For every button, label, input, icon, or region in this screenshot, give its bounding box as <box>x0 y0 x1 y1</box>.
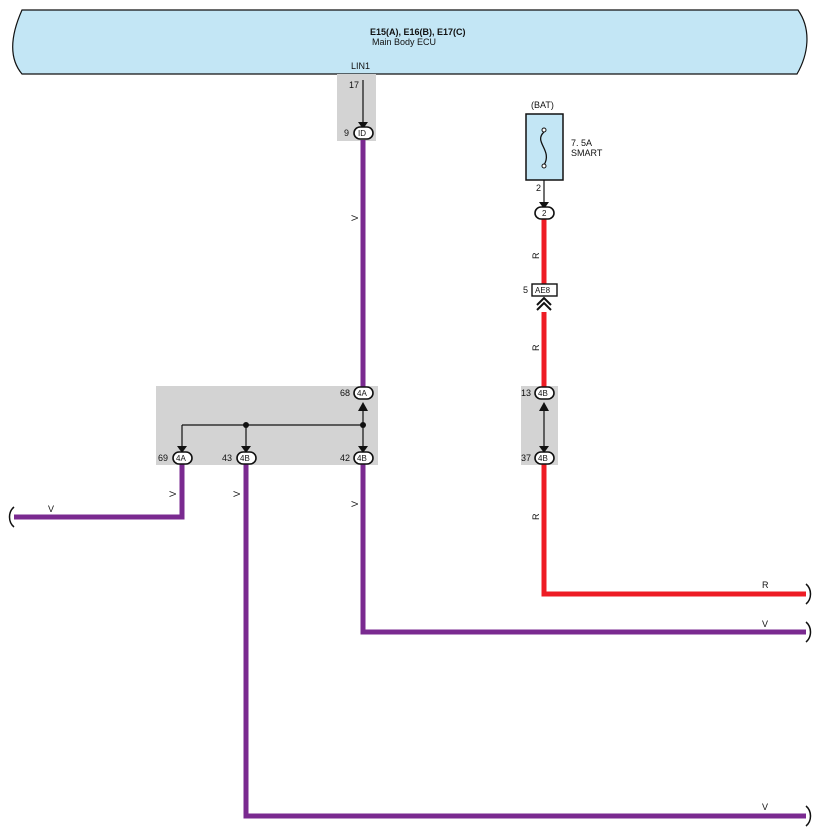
pin-number: 9 <box>344 128 349 138</box>
fuse-box <box>525 113 564 181</box>
wire-color-label: V <box>350 215 360 221</box>
arrow-down <box>358 122 368 129</box>
break-left <box>8 506 15 528</box>
pin-number: 43 <box>222 453 232 463</box>
connector-id-label: ID <box>358 129 366 138</box>
pin-number: 68 <box>340 388 350 398</box>
wire-color-label: V <box>762 802 768 812</box>
pin-number: 17 <box>349 80 359 90</box>
wire-43-bottom <box>243 464 806 819</box>
arrow-down <box>241 446 251 453</box>
arrow-up <box>539 402 549 411</box>
arrow-down <box>539 446 549 453</box>
red-wires <box>541 219 806 597</box>
pin-number: 69 <box>158 453 168 463</box>
ecu-block <box>12 9 808 75</box>
splice-dot <box>360 422 366 428</box>
connector-13-label: 4B <box>538 389 548 398</box>
ecu-title: E15(A), E16(B), E17(C) <box>370 27 466 37</box>
arrow-down <box>539 202 549 209</box>
break-right <box>805 805 812 827</box>
fuse-source: (BAT) <box>531 100 554 110</box>
ecu-subtitle: Main Body ECU <box>372 37 436 47</box>
connector-43: 4B <box>236 451 257 465</box>
arrow-heads <box>177 122 549 453</box>
fuse-terminal <box>541 163 547 169</box>
connector-68: 4A <box>353 386 374 400</box>
connector-fuse-2: 2 <box>534 206 555 220</box>
fuse-pin-label: 2 <box>536 183 541 193</box>
connector-37-label: 4B <box>538 454 548 463</box>
fuse-name: SMART <box>571 148 603 158</box>
wire-42-right <box>360 464 806 635</box>
ae8-chevrons <box>536 296 552 311</box>
wire-color-label: V <box>168 491 178 497</box>
connector-37: 4B <box>534 451 555 465</box>
connector-ae8-label: AE8 <box>535 286 551 295</box>
connector-fuse-2-label: 2 <box>542 209 547 218</box>
connector-68-label: 4A <box>357 389 367 398</box>
wire-break-marks <box>8 506 812 827</box>
break-right <box>805 583 812 605</box>
arrow-down <box>177 446 187 453</box>
pin-number: 13 <box>521 388 531 398</box>
wire-37-right <box>541 464 806 597</box>
connector-69-label: 4A <box>176 454 186 463</box>
break-right <box>805 621 812 643</box>
connector-13: 4B <box>534 386 555 400</box>
fuse-terminal <box>541 127 547 133</box>
wire-color-label: V <box>762 619 768 629</box>
arrow-down <box>358 446 368 453</box>
wire-color-label: R <box>531 344 541 351</box>
wire-color-label: R <box>762 580 769 590</box>
splice-dot <box>243 422 249 428</box>
fuse-rating: 7. 5A <box>571 138 592 148</box>
connector-ae8: AE8 <box>531 283 558 297</box>
violet-wires <box>14 140 806 819</box>
connector-id: ID <box>353 126 374 140</box>
fuse-icon <box>539 131 547 166</box>
wire-color-label: V <box>350 501 360 507</box>
connector-42-label: 4B <box>357 454 367 463</box>
connector-42: 4B <box>353 451 374 465</box>
wire-69-left <box>14 464 185 520</box>
ecu-terminal-label: LIN1 <box>351 61 370 71</box>
wire-color-label: R <box>531 513 541 520</box>
wire-color-label: R <box>531 252 541 259</box>
wire-color-label: V <box>232 491 242 497</box>
connector-43-label: 4B <box>240 454 250 463</box>
connector-69: 4A <box>172 451 193 465</box>
wire-color-label: V <box>48 504 54 514</box>
pin-number: 42 <box>340 453 350 463</box>
pin-number: 37 <box>521 453 531 463</box>
pin-number: 5 <box>523 285 528 295</box>
arrow-up <box>358 402 368 411</box>
